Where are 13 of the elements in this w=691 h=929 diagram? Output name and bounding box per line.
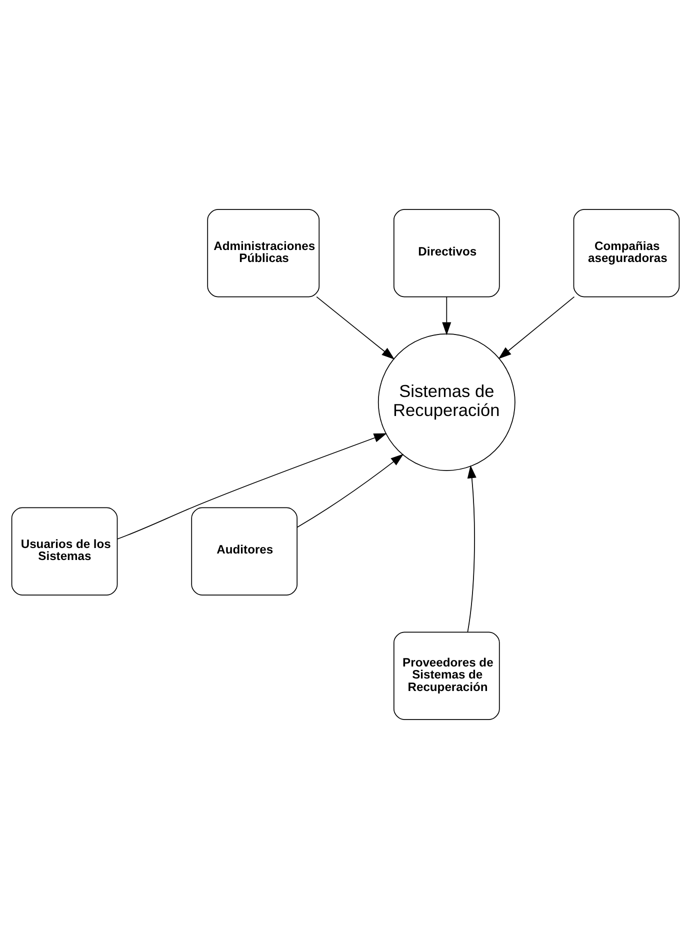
- arrow: [117, 433, 387, 540]
- node-box: Usuarios de los Sistemas: [11, 507, 118, 596]
- arrow: [316, 296, 395, 360]
- node-box: Auditores: [191, 507, 298, 596]
- node-circle: Sistemas de Recuperación: [378, 334, 516, 471]
- node-box: Compañias aseguradoras: [573, 209, 680, 298]
- arrow: [498, 296, 575, 360]
- arrow: [296, 454, 404, 528]
- node-box: Administraciones Públicas: [207, 209, 320, 298]
- node-box: Directivos: [393, 209, 500, 298]
- arrow: [442, 296, 452, 336]
- arrow: [467, 465, 476, 632]
- node-box: Proveedores de Sistemas de Recuperación: [393, 632, 500, 720]
